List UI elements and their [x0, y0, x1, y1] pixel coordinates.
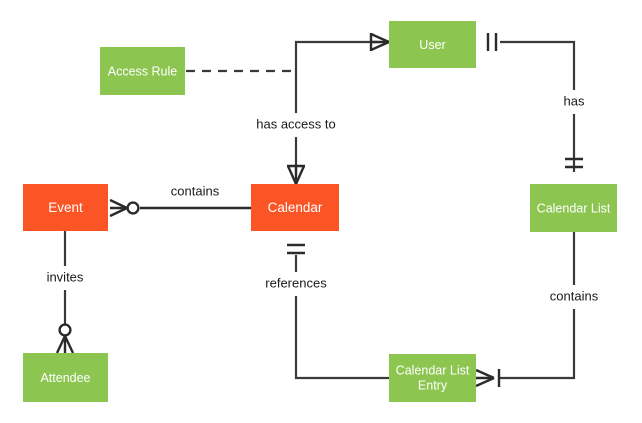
- one-and-only-one-marker-user-right: [486, 33, 498, 51]
- one-and-many-marker-calendar-top: [286, 164, 306, 185]
- entity-calendar-list-entry-label-line2: Entry: [418, 378, 448, 392]
- one-and-many-marker-user-left: [369, 32, 390, 52]
- one-and-only-one-marker-calendar-bottom: [287, 243, 305, 255]
- entity-calendar-list[interactable]: Calendar List: [530, 184, 617, 232]
- entity-user-rect[interactable]: [389, 21, 476, 68]
- relationship-label-references: references: [265, 275, 327, 290]
- entity-calendar[interactable]: Calendar: [251, 184, 339, 231]
- connector-calendar-list-to-cle-lower: [500, 309, 576, 380]
- entity-access-rule[interactable]: Access Rule: [100, 47, 185, 95]
- entity-event-rect[interactable]: [23, 184, 108, 231]
- connector-calendar-to-cle-lower: [294, 296, 389, 380]
- connector-group: [63, 40, 576, 380]
- entity-attendee[interactable]: Attendee: [23, 353, 108, 402]
- entity-calendar-list-entry-rect[interactable]: [389, 354, 476, 402]
- entity-event[interactable]: Event: [23, 184, 108, 231]
- zero-or-many-marker-event-right: [109, 198, 140, 218]
- one-and-many-marker-cle-right: [475, 368, 501, 388]
- relationship-label-group: has access to contains invites reference…: [47, 93, 599, 303]
- connector-user-to-calendar-list-upper: [500, 40, 576, 90]
- entity-group: Access Rule User Event Calendar Calendar…: [23, 21, 617, 402]
- cardinality-marker-group: [55, 32, 583, 388]
- zero-or-many-marker-attendee-top: [55, 323, 75, 354]
- entity-attendee-rect[interactable]: [23, 353, 108, 402]
- entity-calendar-list-entry[interactable]: Calendar List Entry: [389, 354, 476, 402]
- entity-event-label: Event: [48, 200, 83, 215]
- entity-access-rule-label: Access Rule: [108, 64, 178, 78]
- entity-calendar-list-entry-label-line1: Calendar List: [396, 363, 470, 377]
- relationship-label-contains-event-calendar: contains: [171, 183, 220, 198]
- relationship-label-has: has: [564, 93, 585, 108]
- one-and-only-one-marker-calendar-list-top: [565, 157, 583, 169]
- entity-access-rule-rect[interactable]: [100, 47, 185, 95]
- relationship-label-contains-list-entry: contains: [550, 288, 599, 303]
- relationship-label-invites: invites: [47, 269, 84, 284]
- entity-attendee-label: Attendee: [40, 371, 90, 385]
- entity-user-label: User: [419, 38, 445, 52]
- entity-calendar-rect[interactable]: [251, 184, 339, 231]
- connector-user-to-calendar-upper: [294, 40, 377, 113]
- entity-calendar-label: Calendar: [268, 200, 323, 215]
- entity-calendar-list-label: Calendar List: [537, 201, 611, 215]
- entity-calendar-list-rect[interactable]: [530, 184, 617, 232]
- entity-user[interactable]: User: [389, 21, 476, 68]
- relationship-label-has-access-to: has access to: [256, 116, 336, 131]
